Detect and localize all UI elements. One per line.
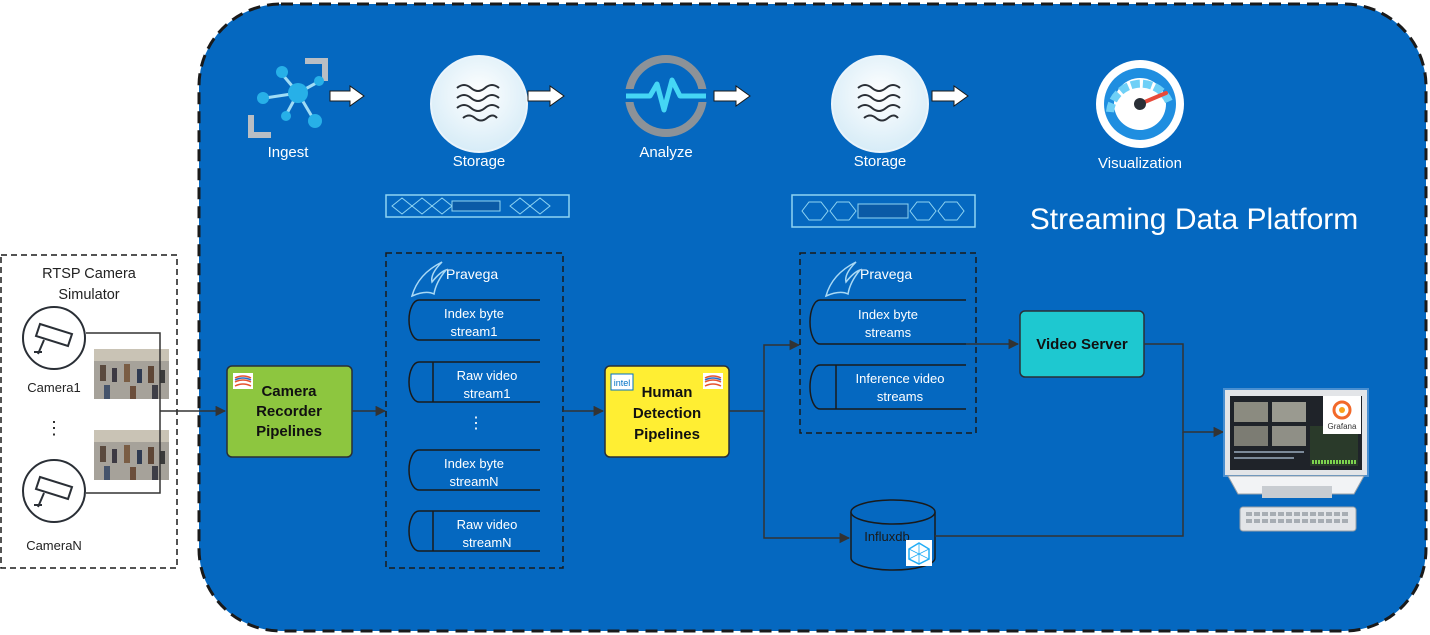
intel-badge-text: intel — [614, 378, 631, 388]
camera1-label: Camera1 — [27, 380, 80, 395]
grafana-logo-icon: Grafana — [1323, 396, 1361, 434]
pravega-bird-icon — [410, 261, 449, 298]
intel-logo-icon: intel — [610, 373, 634, 391]
gstreamer-logo-icon — [233, 373, 253, 389]
simulator-title-line1: RTSP Camera — [42, 266, 137, 282]
crowd-image — [94, 430, 169, 480]
stage-arrow — [329, 85, 365, 107]
stream-label-line2: streamN — [462, 535, 511, 550]
camera-recorder-line2: Recorder — [256, 403, 322, 420]
camera-recorder-line3: Pipelines — [256, 423, 322, 440]
gstreamer-logo-icon — [703, 373, 723, 389]
pravega-right-box — [799, 252, 977, 434]
stream-label-line2: streamN — [449, 474, 498, 489]
camera-simulator-box — [0, 254, 178, 569]
server-rack-icon — [791, 194, 976, 228]
crowd-image — [94, 349, 169, 399]
camera-recorder-line1: Camera — [261, 383, 317, 400]
analyze-pulse-icon — [624, 55, 714, 137]
simulator-title-line2: Simulator — [58, 287, 119, 303]
connector — [86, 411, 161, 494]
connector — [729, 339, 801, 412]
stream-label-line1: Index byte — [858, 307, 918, 322]
cctv-camera-icon — [22, 459, 86, 523]
stage-label-storage: Storage — [453, 153, 506, 170]
stream-cylinder: Index byte stream1 — [408, 299, 540, 341]
human-detection-line2: Detection — [633, 405, 701, 422]
camera-ellipsis: ⋮ — [45, 418, 63, 438]
stage-label-visualization: Visualization — [1098, 155, 1182, 172]
stream-label-line1: Index byte — [444, 456, 504, 471]
connector — [763, 411, 851, 544]
server-rack-icon — [385, 194, 570, 218]
video-server-label: Video Server — [1036, 336, 1128, 353]
cctv-camera-icon — [22, 306, 86, 370]
cameraN-label: CameraN — [26, 538, 82, 553]
pravega-right-title: Pravega — [860, 266, 912, 282]
influxdb-label: Influxdb — [864, 529, 910, 544]
stream-ellipsis: ⋮ — [468, 415, 484, 432]
stream-label-line1: Raw video — [457, 517, 518, 532]
stream-cylinder: Index byte streamN — [408, 449, 540, 491]
connector — [86, 332, 161, 411]
stage-arrow — [931, 85, 969, 107]
human-detection-line3: Pipelines — [634, 426, 700, 443]
stage-label-storage: Storage — [854, 153, 907, 170]
storage-waves-icon — [831, 55, 929, 153]
stream-cylinder: Raw video streamN — [408, 510, 540, 552]
influxdb-cylinder: Influxdb — [850, 499, 936, 571]
stream-cylinder: Index byte streams — [809, 299, 966, 345]
stream-cylinder: Raw video stream1 — [408, 361, 540, 403]
pravega-left-title: Pravega — [446, 266, 498, 282]
pravega-bird-icon — [824, 261, 863, 298]
stage-arrow — [527, 85, 565, 107]
stream-cylinder: Inference video streams — [809, 364, 966, 410]
stream-label-line1: Inference video — [856, 371, 945, 386]
stage-arrow — [713, 85, 751, 107]
storage-waves-icon — [430, 55, 528, 153]
human-detection-line1: Human — [642, 384, 693, 401]
grafana-label: Grafana — [1328, 422, 1357, 431]
stream-label-line2: stream1 — [464, 386, 511, 401]
stage-label-ingest: Ingest — [268, 144, 310, 161]
stage-label-analyze: Analyze — [639, 144, 692, 161]
ingest-network-icon — [248, 58, 328, 138]
stream-label-line2: streams — [865, 325, 912, 340]
connector — [935, 432, 1184, 537]
platform-title: Streaming Data Platform — [1030, 203, 1358, 236]
speedometer-icon — [1096, 60, 1184, 148]
stream-label-line1: Index byte — [444, 306, 504, 321]
stream-label-line1: Raw video — [457, 368, 518, 383]
stream-label-line2: stream1 — [451, 324, 498, 339]
connector — [1144, 343, 1225, 438]
stream-label-line2: streams — [877, 389, 924, 404]
